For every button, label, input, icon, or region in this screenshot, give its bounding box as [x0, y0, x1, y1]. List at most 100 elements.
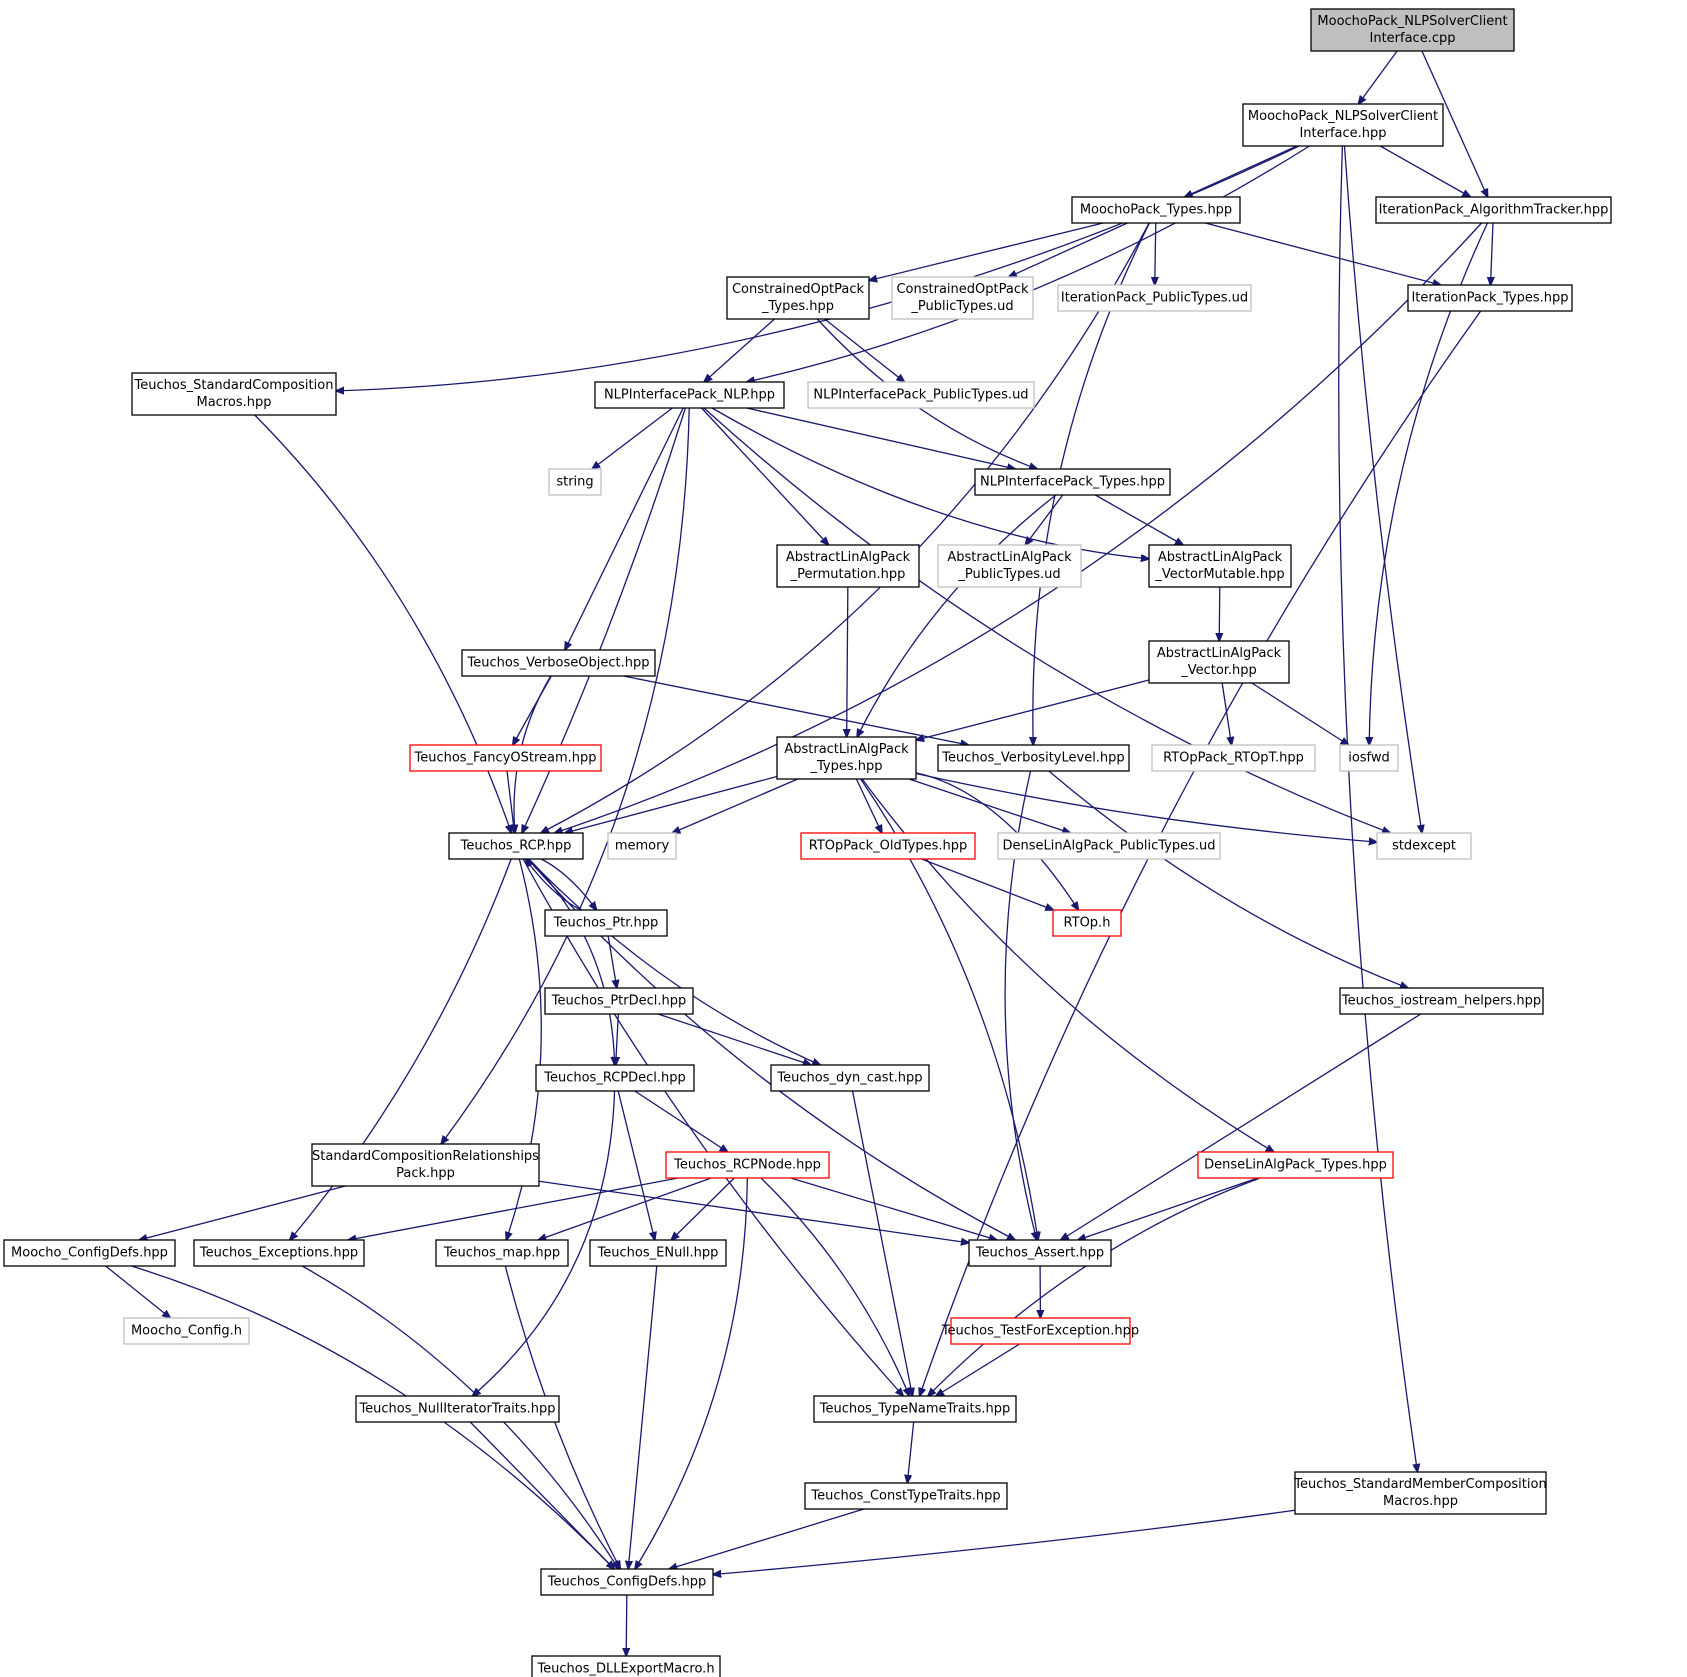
- edge-cotypes-to-nlp: [704, 318, 775, 382]
- node-box: [804, 1482, 1008, 1510]
- node-label: Teuchos_map.hpp: [443, 1246, 560, 1261]
- node-iptypes[interactable]: IterationPack_Types.hpp: [1407, 284, 1573, 312]
- edge-rcp-to-rcpdecl: [528, 858, 615, 1065]
- edge-alatypes-to-rtoph: [915, 772, 1078, 910]
- edge-scrpack-to-mconfigdefs: [139, 1185, 346, 1240]
- edge-rcp-to-map: [506, 858, 542, 1240]
- node-stdexcept[interactable]: stdexcept: [1376, 832, 1472, 860]
- node-box: [950, 1317, 1131, 1345]
- node-perm[interactable]: AbstractLinAlgPack_Permutation.hpp: [776, 544, 920, 588]
- node-label: RTOpPack_RTOpT.hpp: [1163, 751, 1304, 766]
- node-box: [776, 544, 920, 588]
- node-box: [665, 1151, 830, 1179]
- edge-rcpdecl-to-enull: [617, 1090, 655, 1240]
- node-ptr[interactable]: Teuchos_Ptr.hpp: [544, 909, 668, 937]
- node-box: [1242, 103, 1444, 147]
- edge-mtypes-to-cotypes: [869, 222, 1104, 281]
- node-box: [800, 832, 976, 860]
- node-rcpnode[interactable]: Teuchos_RCPNode.hpp: [665, 1151, 830, 1179]
- node-iohelpers[interactable]: Teuchos_iostream_helpers.hpp: [1339, 987, 1544, 1015]
- node-exceptions[interactable]: Teuchos_Exceptions.hpp: [193, 1239, 365, 1267]
- edge-fancy-to-rcp: [506, 770, 514, 833]
- edge-nlp-to-scrpack: [441, 407, 690, 1144]
- node-mconfigh[interactable]: Moocho_Config.h: [123, 1317, 250, 1345]
- edge-testforexc-to-typename: [936, 1343, 1020, 1396]
- node-box: [974, 468, 1171, 496]
- node-nlppublic[interactable]: NLPInterfacePack_PublicTypes.ud: [807, 381, 1035, 409]
- node-nulliter[interactable]: Teuchos_NullIteratorTraits.hpp: [355, 1395, 560, 1423]
- edge-enull-to-configdefs: [628, 1265, 658, 1569]
- edge-rcp-to-dyncast: [528, 858, 821, 1065]
- edge-root-to-algtracker: [1421, 50, 1488, 197]
- node-memory[interactable]: memory: [607, 832, 677, 860]
- node-verbobj[interactable]: Teuchos_VerboseObject.hpp: [461, 649, 656, 677]
- node-rcp[interactable]: Teuchos_RCP.hpp: [448, 832, 584, 860]
- node-algtracker[interactable]: IterationPack_AlgorithmTracker.hpp: [1375, 196, 1612, 224]
- node-vecmut[interactable]: AbstractLinAlgPack_VectorMutable.hpp: [1148, 544, 1292, 588]
- edge-vecmut-to-vector: [1219, 586, 1220, 641]
- node-box: [435, 1239, 569, 1267]
- edge-nlp-to-nlptypes: [746, 407, 1016, 469]
- node-map[interactable]: Teuchos_map.hpp: [435, 1239, 569, 1267]
- node-nlp[interactable]: NLPInterfacePack_NLP.hpp: [594, 381, 785, 409]
- node-layer: MoochoPack_NLPSolverClientInterface.cppM…: [3, 8, 1612, 1677]
- node-label: Interface.cpp: [1370, 31, 1456, 46]
- node-ptrdecl[interactable]: Teuchos_PtrDecl.hpp: [544, 987, 694, 1015]
- node-label: AbstractLinAlgPack: [786, 550, 911, 565]
- node-alatypes[interactable]: AbstractLinAlgPack_Types.hpp: [776, 736, 917, 780]
- node-mconfigdefs[interactable]: Moocho_ConfigDefs.hpp: [3, 1239, 176, 1267]
- node-box: [594, 381, 785, 409]
- node-vector[interactable]: AbstractLinAlgPack_Vector.hpp: [1148, 640, 1290, 684]
- node-rcpdecl[interactable]: Teuchos_RCPDecl.hpp: [535, 1064, 695, 1092]
- node-mtypes[interactable]: MoochoPack_Types.hpp: [1071, 196, 1241, 224]
- edge-iface-to-nlp: [747, 145, 1310, 382]
- node-rtopold[interactable]: RTOpPack_OldTypes.hpp: [800, 832, 976, 860]
- edge-rcpdecl-to-rcpnode: [634, 1090, 728, 1152]
- node-assert[interactable]: Teuchos_Assert.hpp: [968, 1239, 1112, 1267]
- node-enull[interactable]: Teuchos_ENull.hpp: [589, 1239, 727, 1267]
- node-dyncast[interactable]: Teuchos_dyn_cast.hpp: [770, 1064, 930, 1092]
- node-consttype[interactable]: Teuchos_ConstTypeTraits.hpp: [804, 1482, 1008, 1510]
- node-label: MoochoPack_Types.hpp: [1080, 203, 1232, 218]
- node-copublic[interactable]: ConstrainedOptPack_PublicTypes.ud: [891, 276, 1034, 320]
- node-denselapublic[interactable]: DenseLinAlgPack_PublicTypes.ud: [997, 832, 1221, 860]
- node-verblevel[interactable]: Teuchos_VerbosityLevel.hpp: [937, 744, 1130, 772]
- node-box: [997, 832, 1221, 860]
- node-nlptypes[interactable]: NLPInterfacePack_Types.hpp: [974, 468, 1171, 496]
- node-label: Teuchos_NullIteratorTraits.hpp: [358, 1402, 555, 1417]
- node-label: Macros.hpp: [197, 395, 272, 410]
- node-label: Teuchos_Exceptions.hpp: [199, 1246, 358, 1261]
- node-box: [1339, 987, 1544, 1015]
- edge-root-to-iface: [1358, 50, 1398, 104]
- node-label: Moocho_Config.h: [131, 1324, 242, 1339]
- node-label: Teuchos_RCPNode.hpp: [673, 1158, 821, 1173]
- node-denselatypes[interactable]: DenseLinAlgPack_Types.hpp: [1197, 1151, 1394, 1179]
- node-rtopt[interactable]: RTOpPack_RTOpT.hpp: [1151, 744, 1316, 772]
- node-label: Teuchos_Ptr.hpp: [553, 916, 659, 931]
- node-typename[interactable]: Teuchos_TypeNameTraits.hpp: [813, 1395, 1017, 1423]
- node-label: Teuchos_RCPDecl.hpp: [543, 1071, 686, 1086]
- node-iosfwd[interactable]: iosfwd: [1339, 744, 1399, 772]
- node-label: _Types.hpp: [761, 299, 834, 314]
- node-fancy[interactable]: Teuchos_FancyOStream.hpp: [409, 744, 602, 772]
- node-stdmember[interactable]: Teuchos_StandardMemberCompositionMacros.…: [1293, 1471, 1547, 1515]
- node-ippublic[interactable]: IterationPack_PublicTypes.ud: [1057, 284, 1252, 312]
- node-label: DenseLinAlgPack_PublicTypes.ud: [1003, 839, 1216, 854]
- edge-iface-to-stdexcept: [1343, 145, 1422, 833]
- node-label: Teuchos_FancyOStream.hpp: [413, 751, 596, 766]
- node-dllexport[interactable]: Teuchos_DLLExportMacro.h: [531, 1655, 721, 1677]
- node-rtoph[interactable]: RTOp.h: [1052, 909, 1122, 937]
- node-box: [540, 1568, 714, 1596]
- node-testforexc[interactable]: Teuchos_TestForException.hpp: [941, 1317, 1139, 1345]
- node-alapublic[interactable]: AbstractLinAlgPack_PublicTypes.ud: [937, 544, 1082, 588]
- edge-typename-to-consttype: [907, 1421, 915, 1483]
- edge-nlp-to-stdexcept: [703, 407, 1390, 833]
- edge-mtypes-to-ippublic: [1155, 222, 1156, 285]
- node-string[interactable]: string: [548, 468, 602, 496]
- node-configdefs[interactable]: Teuchos_ConfigDefs.hpp: [540, 1568, 714, 1596]
- node-cotypes[interactable]: ConstrainedOptPack_Types.hpp: [726, 276, 870, 320]
